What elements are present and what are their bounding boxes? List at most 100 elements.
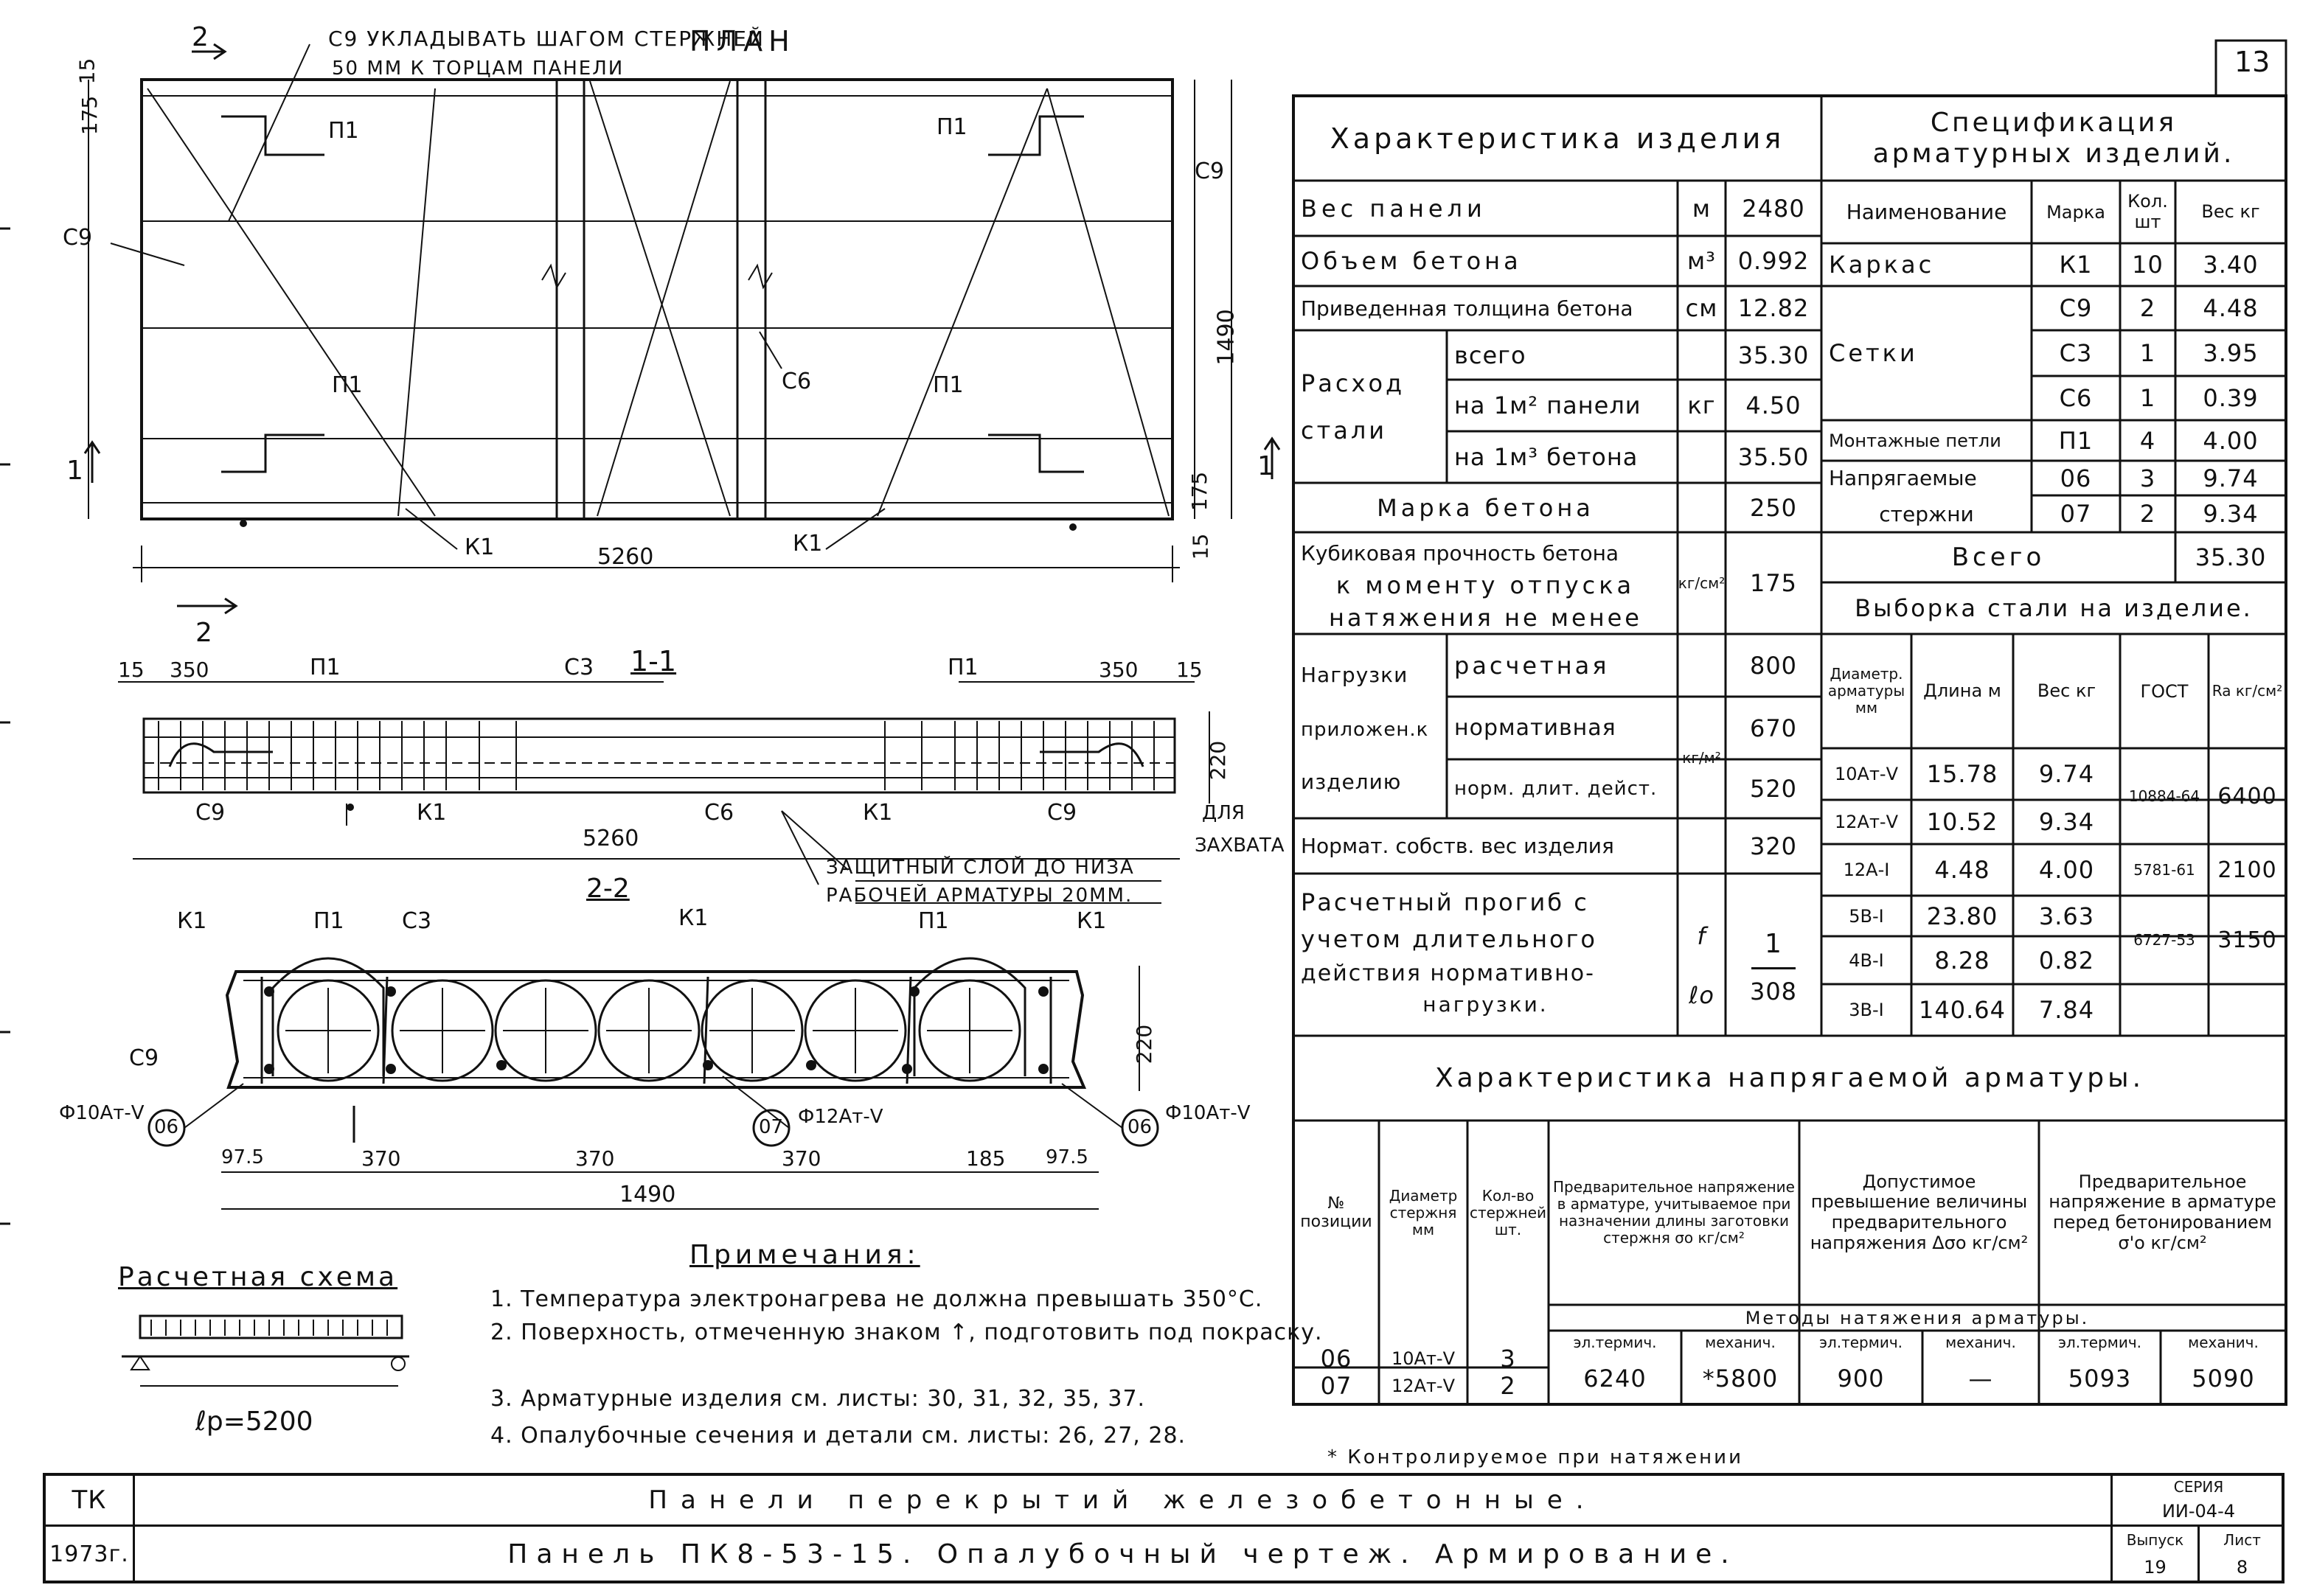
defl-label-1: Расчетный прогиб с [1301, 888, 1589, 916]
steel-row-1-dia: 10Ат-V [1834, 764, 1898, 784]
defl-label-3: действия нормативно- [1301, 960, 1595, 986]
steel-total-value: 35.30 [1737, 341, 1810, 369]
tb-series: ИИ-04-4 [2161, 1501, 2236, 1522]
tb-v-divider-1 [133, 1473, 135, 1583]
corner-sheet-number: 13 [2234, 46, 2270, 78]
s22-label-c3: С3 [402, 908, 432, 934]
ps-h-conc: Предварительное напряжение в арматуре пе… [2049, 1171, 2276, 1253]
steel-m3-value: 35.50 [1737, 443, 1810, 471]
dim-1490-plan: 1490 [1213, 309, 1240, 366]
self-weight-label: Нормат. собств. вес изделия [1301, 834, 1614, 858]
ps-h-pos: № позиции [1300, 1193, 1372, 1231]
spec-row-2-mark: С9 [2059, 294, 2093, 322]
steel-row-6-w: 7.84 [2038, 996, 2095, 1024]
dim-175-bottom: 175 [1187, 471, 1212, 512]
grade-label: Марка бетона [1377, 493, 1594, 522]
plan-label-p1-b: П1 [332, 372, 363, 398]
s22-bar-07: Ф12Ат-V [798, 1106, 883, 1128]
spec-row-7-mark: 07 [2060, 500, 2092, 528]
defl-numerator: 1 [1765, 928, 1782, 959]
spec-row-6-qty: 3 [2139, 464, 2156, 492]
tb-v-divider-2 [2110, 1473, 2113, 1583]
s22-dim-5: 185 [966, 1146, 1006, 1171]
weight-label: Вес панели [1301, 194, 1487, 223]
s11-dim-350-right: 350 [1099, 658, 1139, 682]
volume-label: Объем бетона [1301, 247, 1522, 275]
steel-m2-label: на 1м² панели [1454, 391, 1641, 419]
s22-dim-3: 370 [575, 1146, 615, 1171]
ps-val-6: 5090 [2192, 1365, 2255, 1393]
spec-row-6-mark: 06 [2060, 464, 2092, 492]
spec-row-3-qty: 1 [2139, 339, 2156, 367]
spec-row-4-mark: С6 [2059, 384, 2093, 412]
plan-label-c9-b: С9 [1195, 158, 1225, 184]
defl-label-2: учетом длительного [1301, 925, 1597, 953]
spec-row-1-mark: К1 [2059, 251, 2093, 279]
s22-label-k1-b: К1 [678, 905, 709, 931]
spec-row-5-qty: 4 [2139, 426, 2156, 455]
steel-unit: кг [1687, 391, 1716, 419]
s22-mark-07: 07 [759, 1116, 784, 1138]
ps-row-2-qty: 2 [1500, 1372, 1516, 1400]
plan-label-p1-c: П1 [933, 372, 964, 398]
tb-h-divider [43, 1524, 2110, 1527]
steel-h-dia: Диаметр. арматуры мм [1827, 665, 1905, 717]
steel-total-label: всего [1454, 341, 1526, 369]
spec-row-7-name: стержни [1879, 501, 1974, 526]
spec-row-5-weight: 4.00 [2203, 426, 2259, 455]
ps-row-1-dia: 10Ат-V [1391, 1349, 1455, 1367]
steel-h-w: Вес кг [2037, 680, 2096, 701]
tb-h-divider-right [2110, 1524, 2285, 1527]
steel-title: Выборка стали на изделие. [1855, 594, 2253, 622]
spec-h-name: Наименование [1846, 200, 2007, 224]
s11-label-c9-right: С9 [1047, 800, 1077, 826]
steel-row-5-dia: 4В-I [1849, 949, 1884, 971]
cut-1-right: 1 [1257, 451, 1274, 481]
defl-denominator: 308 [1749, 978, 1798, 1006]
cube-label-1: Кубиковая прочность бетона [1301, 540, 1619, 565]
spec-row-6-name: Напрягаемые [1829, 466, 1977, 490]
s22-label-p1-a: П1 [313, 908, 344, 934]
s11-dim-220: 220 [1206, 740, 1231, 781]
defl-lo: ℓо [1689, 981, 1714, 1009]
s22-mark-06-left: 06 [154, 1116, 179, 1138]
dim-175-top: 175 [77, 95, 103, 136]
s11-dim-15: 15 [118, 658, 145, 682]
cube-label-2: к моменту отпуска [1335, 571, 1636, 599]
s22-dim-4: 370 [782, 1146, 821, 1171]
spec-total-value: 35.30 [2195, 543, 2267, 571]
drawing-area [0, 43, 1281, 1387]
s22-bar-06-left: Ф10Ат-V [59, 1102, 145, 1124]
self-weight-value: 320 [1749, 832, 1798, 860]
plan-note-1: С9 УКЛАДЫВАТЬ ШАГОМ СТЕРЖНЕЙ [328, 27, 765, 51]
thickness-unit: см [1685, 294, 1718, 322]
spec-h-qty: Кол. шт [2127, 190, 2168, 232]
steel-row-5-w: 0.82 [2038, 946, 2095, 975]
spec-row-7-weight: 9.34 [2203, 500, 2259, 528]
s22-dim-220: 220 [1132, 1024, 1157, 1064]
spec-row-5-name: Монтажные петли [1829, 430, 2001, 451]
steel-row-4-w: 3.63 [2038, 902, 2095, 930]
steel-row-1-w: 9.74 [2038, 760, 2095, 788]
s22-dim-total: 1490 [619, 1182, 676, 1208]
steel-row-3-w: 4.00 [2038, 856, 2095, 884]
s11-label-c6: С6 [704, 800, 734, 826]
ps-sub-6: механич. [2188, 1334, 2259, 1351]
tb-org: ТК [72, 1485, 107, 1515]
ps-h-dev: Допустимое превышение величины предварит… [1810, 1171, 2029, 1253]
plan-label-c9-a: С9 [63, 225, 93, 251]
ps-methods: Методы натяжения арматуры. [1745, 1307, 2090, 1328]
dim-15-bottom: 15 [1188, 533, 1213, 560]
dim-15-top: 15 [74, 58, 100, 85]
loads-unit: кг/м² [1682, 748, 1721, 767]
steel-row-5-len: 8.28 [1934, 946, 1990, 975]
s11-label-k1-right: К1 [863, 800, 893, 826]
spec-row-2-weight: 4.48 [2203, 294, 2259, 322]
cut-2-bottom: 2 [195, 618, 212, 648]
ps-sub-2: механич. [1705, 1334, 1776, 1351]
note-1: 1. Температура электронагрева не должна … [490, 1286, 1263, 1312]
scheme-title: Расчетная схема [118, 1262, 398, 1292]
cut-1-left: 1 [66, 456, 83, 486]
ps-row-2-dia: 12Ат-V [1391, 1376, 1455, 1396]
s22-label-c9: С9 [129, 1045, 159, 1071]
